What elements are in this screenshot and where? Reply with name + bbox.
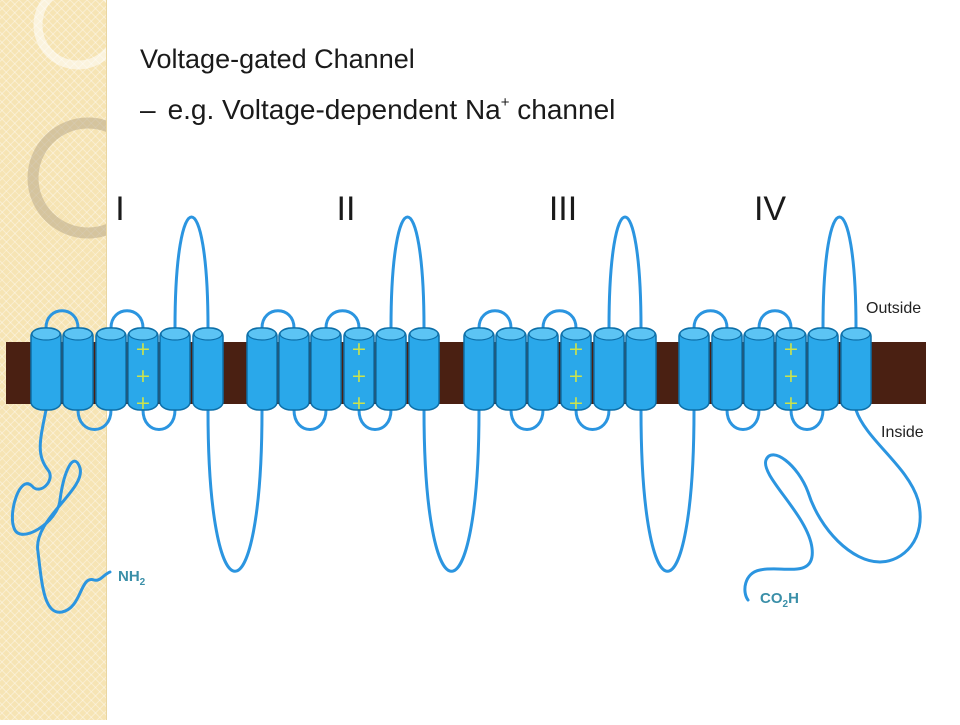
helix-d2-s3 [310, 327, 342, 411]
loop-out-d4-s3s4 [757, 309, 793, 330]
slide-title: Voltage-gated Channel [140, 44, 415, 74]
loop-out-d2-s1s2 [260, 309, 296, 330]
slide-subtitle: –e.g. Voltage-dependent Na+ channel [140, 94, 615, 126]
helix-d2-s6 [408, 327, 440, 411]
loop-in-d2-s4s5 [357, 408, 393, 431]
n-terminus-main: NH [118, 568, 140, 585]
helix-d2-s2 [278, 327, 310, 411]
transmembrane-helices: + + + + + + + + + + + + [30, 327, 872, 414]
p-loop-d3 [607, 215, 643, 330]
loop-in-d4-s4s5 [789, 408, 825, 431]
n-terminus-label: NH2 [118, 568, 145, 588]
loop-in-d3-s2s3 [509, 408, 545, 431]
helix-d1-s3 [95, 327, 127, 411]
c-terminus-main: CO [760, 590, 783, 607]
helix-d3-s6 [625, 327, 657, 411]
loop-out-d4-s1s2 [692, 309, 729, 330]
n-terminus-tail [10, 408, 112, 614]
voltage-sensor-charge-d2-1: + [351, 338, 367, 360]
voltage-sensor-charge-d4-2: + [783, 365, 799, 387]
helix-d4-s6 [840, 327, 872, 411]
p-loop-d1 [173, 215, 210, 330]
voltage-sensor-charge-d1-3: + [135, 392, 151, 414]
helix-d2-s1 [246, 327, 278, 411]
outside-label: Outside [866, 300, 922, 317]
peptide-loops [10, 215, 922, 614]
subtitle-dash: – [140, 94, 156, 125]
voltage-sensor-charge-d4-3: + [783, 392, 799, 414]
subtitle-prefix: e.g. Voltage-dependent Na [167, 94, 501, 125]
helix-d2-s5 [375, 327, 407, 411]
p-loop-d2 [389, 215, 426, 330]
voltage-sensor-charge-d1-2: + [135, 365, 151, 387]
loop-in-d2-s2s3 [292, 408, 328, 431]
linker-d1-d2 [206, 408, 264, 573]
helix-d1-s5 [159, 327, 191, 411]
loop-out-d3-s1s2 [477, 309, 513, 330]
voltage-sensor-charge-d1-1: + [135, 338, 151, 360]
helix-d1-s2 [62, 327, 94, 411]
helix-d3-s3 [527, 327, 559, 411]
voltage-sensor-charge-d4-1: + [783, 338, 799, 360]
helix-d1-s4: + + + [127, 327, 159, 414]
subtitle-superscript: + [500, 93, 510, 111]
helix-d3-s2 [495, 327, 527, 411]
domain-label-3: III [548, 190, 578, 228]
helix-d3-s4: + + + [560, 327, 592, 414]
helix-d4-s5 [807, 327, 839, 411]
helix-d3-s5 [593, 327, 625, 411]
loop-out-d1-s1s2 [44, 309, 80, 330]
loop-out-d1-s3s4 [109, 309, 145, 330]
voltage-sensor-charge-d3-1: + [568, 338, 584, 360]
voltage-sensor-charge-d3-2: + [568, 365, 584, 387]
helix-d4-s2 [711, 327, 743, 411]
c-terminus-tail [743, 408, 922, 602]
voltage-sensor-charge-d2-3: + [351, 392, 367, 414]
linker-d3-d4 [639, 408, 696, 573]
helix-d4-s4: + + + [775, 327, 807, 414]
c-terminus-tail: H [788, 590, 799, 607]
helix-d2-s4: + + + [343, 327, 375, 414]
voltage-sensor-charge-d2-2: + [351, 365, 367, 387]
voltage-sensor-charge-d3-3: + [568, 392, 584, 414]
loop-in-d3-s4s5 [574, 408, 611, 431]
p-loop-d4 [821, 215, 858, 330]
domain-label-1: I [115, 190, 125, 228]
loop-out-d2-s3s4 [324, 309, 361, 330]
loop-in-d4-s2s3 [725, 408, 761, 431]
helix-d1-s6 [192, 327, 224, 411]
domain-label-2: II [336, 190, 356, 228]
linker-d2-d3 [422, 408, 481, 573]
n-terminus-sub: 2 [139, 577, 146, 588]
c-terminus-label: CO2H [760, 590, 799, 610]
helix-d3-s1 [463, 327, 495, 411]
c-terminus-sub: 2 [782, 599, 789, 610]
subtitle-suffix: channel [509, 94, 616, 125]
loop-in-d1-s4s5 [141, 408, 177, 431]
inside-label: Inside [881, 424, 924, 441]
loop-out-d3-s3s4 [541, 309, 578, 330]
domain-label-4: IV [753, 190, 787, 228]
helix-d1-s1 [30, 327, 62, 411]
helix-d4-s3 [743, 327, 775, 411]
helix-d4-s1 [678, 327, 710, 411]
loop-in-d1-s2s3 [76, 408, 113, 431]
